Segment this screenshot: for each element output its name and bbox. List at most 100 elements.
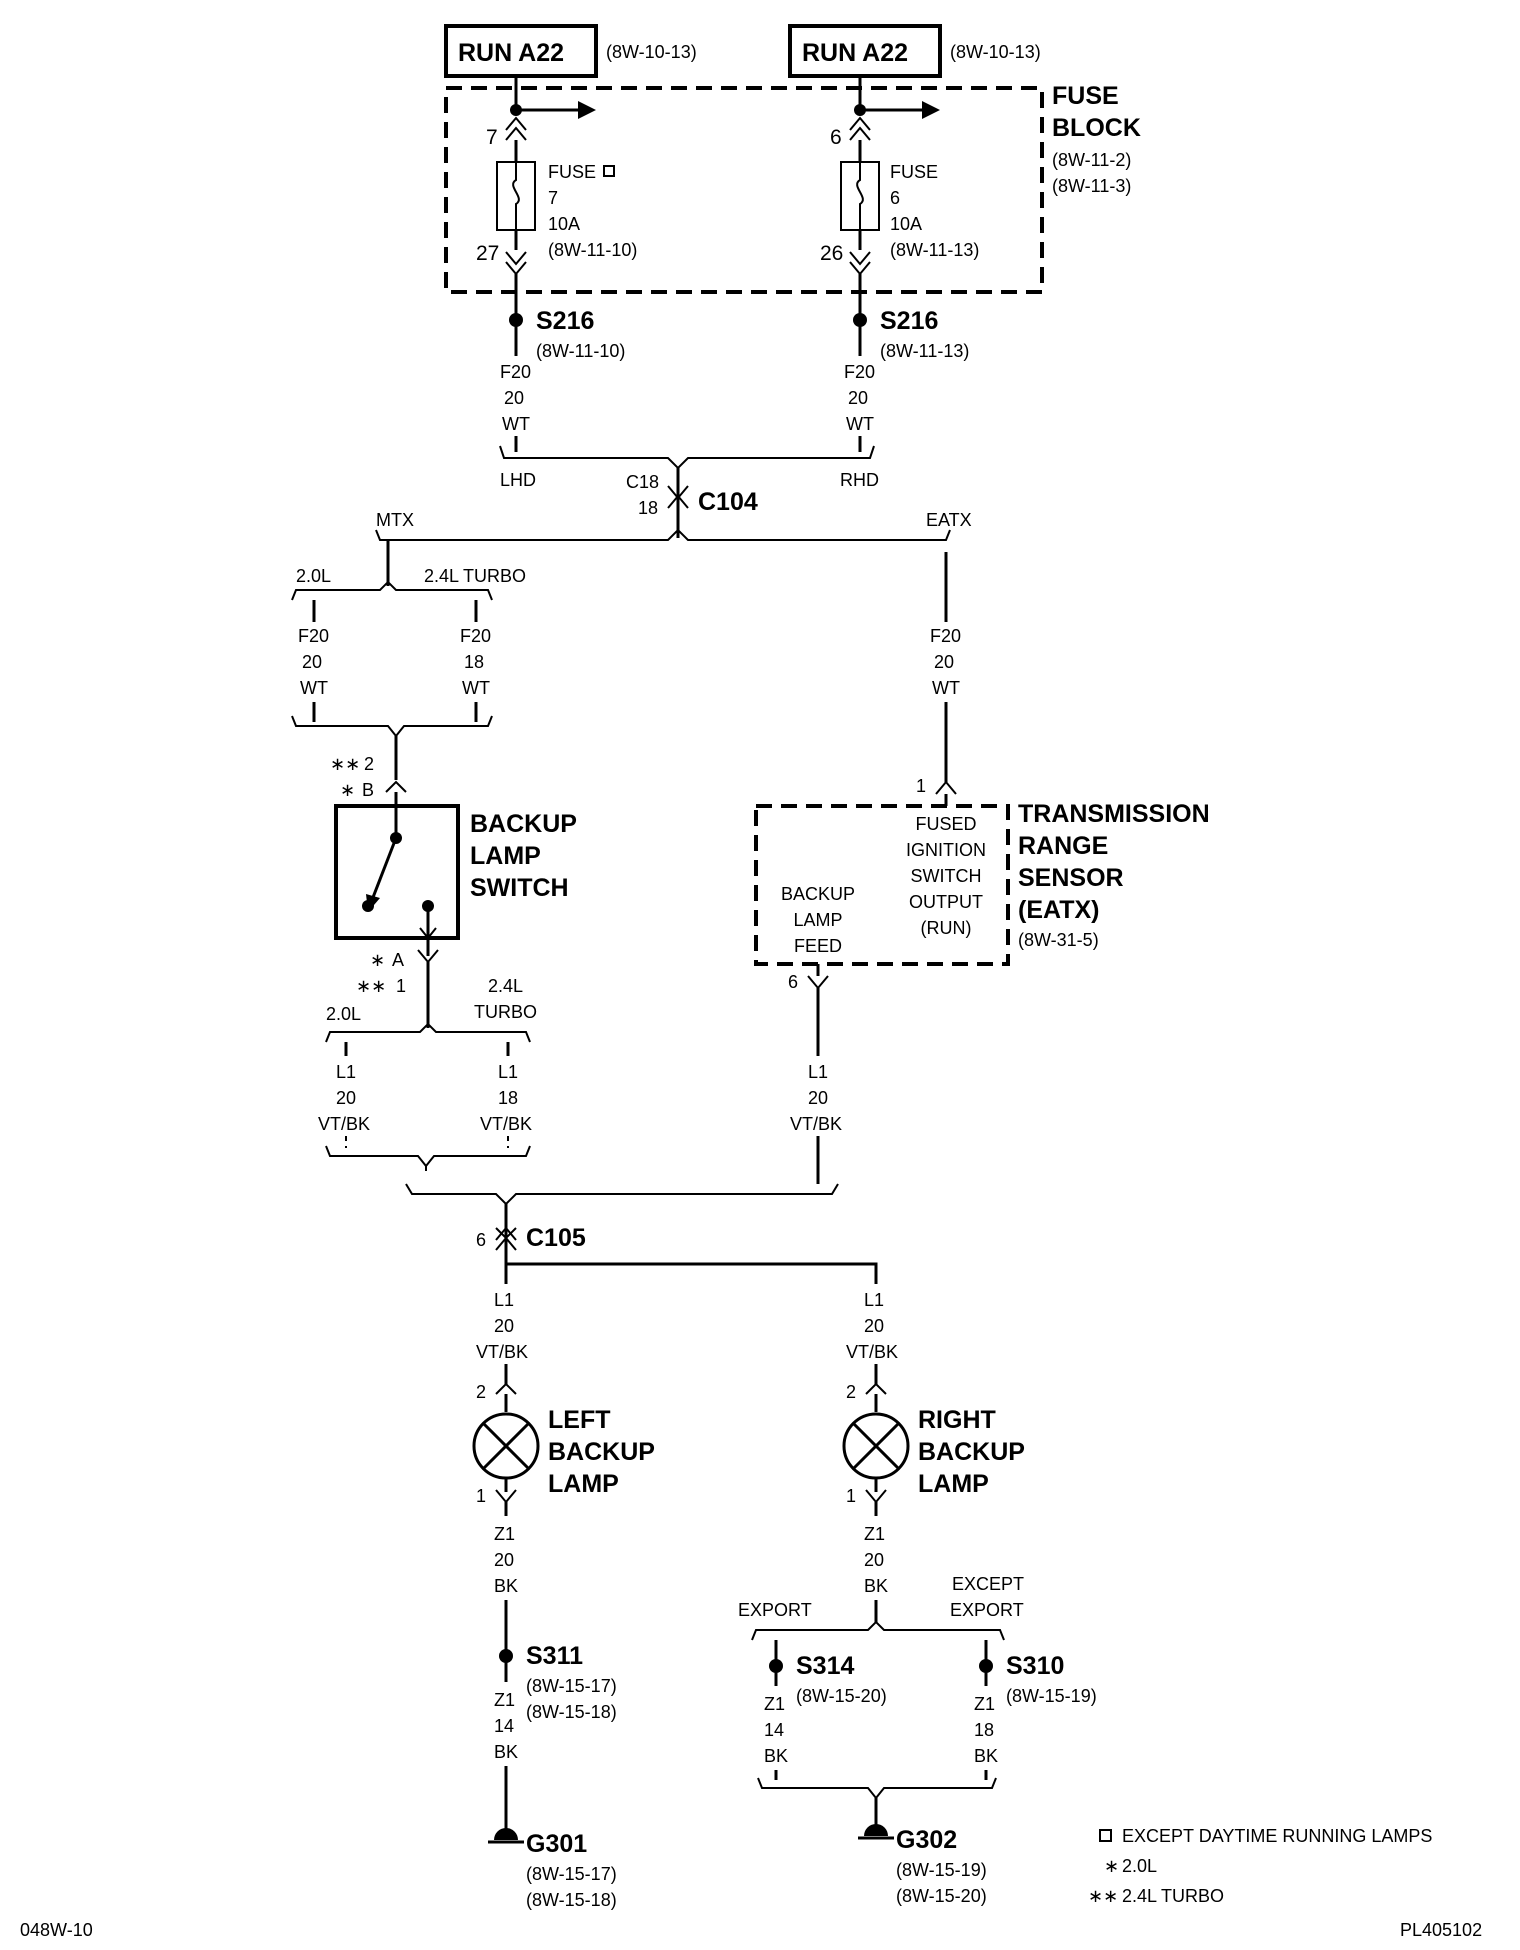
wire-trs-3: VT/BK [790,1114,842,1134]
left-lamp-pin-bot: 1 [476,1486,486,1506]
wire-s314-1: Z1 [764,1694,785,1714]
wire-sw24-1: L1 [498,1062,518,1082]
wire-rhd-f20-2: 20 [848,388,868,408]
right-lamp-label-1: RIGHT [918,1406,996,1434]
option-rhd: RHD [840,470,879,490]
wire-s310-2: 18 [974,1720,994,1740]
wire-rl-feed-2: 20 [864,1316,884,1336]
backup-lamp-switch-label-1: BACKUP [470,810,577,838]
ground-g301-ref-1: (8W-15-17) [526,1864,617,1884]
switch-pin-bot-b: 1 [396,976,406,996]
option-turbo-mid-1: 2.4L [488,976,523,996]
wire-s310-1: Z1 [974,1694,995,1714]
trs-output-l4: OUTPUT [909,892,983,912]
option-2-0l-mid: 2.0L [326,1004,361,1024]
splice-s216-right-label: S216 [880,307,938,335]
trs-ref: (8W-31-5) [1018,930,1099,950]
wire-mtx20-3: WT [300,678,328,698]
trs-label-2: RANGE [1018,832,1108,860]
splice-s314-ref: (8W-15-20) [796,1686,887,1706]
wire-ll-gnd-3: BK [494,1576,518,1596]
wire-rl-gnd-3: BK [864,1576,888,1596]
connector-c105-label: C105 [526,1224,586,1252]
right-lamp-pin-bot: 1 [846,1486,856,1506]
source-right-ref: (8W-10-13) [950,42,1041,62]
wire-rhd-f20-1: F20 [844,362,875,382]
fuse-right-pin-in: 6 [830,126,842,149]
trs-label-1: TRANSMISSION [1018,800,1210,828]
legend-star-symbol: ∗ [1104,1856,1119,1876]
wire-eatx-1: F20 [930,626,961,646]
except-drl-square-icon [603,165,615,177]
fuse-left-label-2: 7 [548,188,558,208]
fuse-right-pin-out: 26 [820,242,843,265]
left-lamp-pin-top: 2 [476,1382,486,1402]
ground-g301-icon [494,1828,518,1840]
switch-pin-top-a: 2 [364,754,374,774]
splice-s311-label: S311 [526,1642,583,1670]
c104-pin-a: C18 [626,472,659,492]
splice-s311-ref-2: (8W-15-18) [526,1702,617,1722]
legend-dstar-text: 2.4L TURBO [1122,1886,1224,1906]
switch-pin-top-dstar: ∗∗ [330,754,360,774]
wire-s311-1: Z1 [494,1690,515,1710]
trs-output-l2: IGNITION [906,840,986,860]
trs-feed-l2: LAMP [793,910,842,930]
wire-eatx-2: 20 [934,652,954,672]
bus-arrow-right [922,101,940,119]
wire-s311-2: 14 [494,1716,514,1736]
option-eatx: EATX [926,510,972,530]
source-right-label: RUN A22 [802,39,908,67]
c105-pin: 6 [476,1230,486,1250]
backup-lamp-switch-label-3: SWITCH [470,874,569,902]
splice-s216-left-label: S216 [536,307,594,335]
wire-s310-3: BK [974,1746,998,1766]
wire-sw20-3: VT/BK [318,1114,370,1134]
wire-ll-feed-2: 20 [494,1316,514,1336]
wire-sw20-1: L1 [336,1062,356,1082]
wire-sw20-2: 20 [336,1088,356,1108]
fuse-left-ref: (8W-11-10) [548,240,637,260]
wire-mtx24-2: 18 [464,652,484,672]
right-lamp-pin-top: 2 [846,1382,856,1402]
fuse-block-label-2: BLOCK [1052,114,1141,142]
footer-right-code: PL405102 [1400,1920,1482,1940]
wire-rhd-f20-3: WT [846,414,874,434]
connector-c104-label: C104 [698,488,758,516]
option-mtx: MTX [376,510,414,530]
legend-dstar-symbol: ∗∗ [1088,1886,1118,1906]
wire-lhd-f20-2: 20 [504,388,524,408]
fuse-right-label-3: 10A [890,214,922,234]
wire-trs-1: L1 [808,1062,828,1082]
switch-pin-bot-a: A [392,950,404,970]
trs-output-l1: FUSED [915,814,976,834]
splice-s310-label: S310 [1006,1652,1064,1680]
fuse-left-label-1: FUSE [548,162,596,182]
bus-arrow-left [578,101,596,119]
left-lamp-label-2: BACKUP [548,1438,655,1466]
trs-feed-l3: FEED [794,936,842,956]
left-lamp-label-1: LEFT [548,1406,611,1434]
ground-g301-label: G301 [526,1830,587,1858]
wire-lhd-f20-3: WT [502,414,530,434]
fuse-left-pin-out: 27 [476,242,499,265]
ground-g302-ref-1: (8W-15-19) [896,1860,987,1880]
wire-trs-2: 20 [808,1088,828,1108]
wire-mtx24-3: WT [462,678,490,698]
right-lamp-label-2: BACKUP [918,1438,1025,1466]
wire-ll-feed-1: L1 [494,1290,514,1310]
wire-rl-gnd-2: 20 [864,1550,884,1570]
splice-s216-right-ref: (8W-11-13) [880,341,969,361]
ground-g302-icon [864,1824,888,1836]
wire-rl-gnd-1: Z1 [864,1524,885,1544]
left-lamp-label-3: LAMP [548,1470,619,1498]
switch-pin-bot-dstar: ∗∗ [356,976,386,996]
ground-g301-ref-2: (8W-15-18) [526,1890,617,1910]
trs-output-l3: SWITCH [911,866,982,886]
splice-s314-label: S314 [796,1652,854,1680]
wire-ll-gnd-2: 20 [494,1550,514,1570]
source-box-left [444,24,598,78]
fuse-right-label-2: 6 [890,188,900,208]
trs-label-3: SENSOR [1018,864,1124,892]
switch-pin-top-star: ∗ [340,780,355,800]
